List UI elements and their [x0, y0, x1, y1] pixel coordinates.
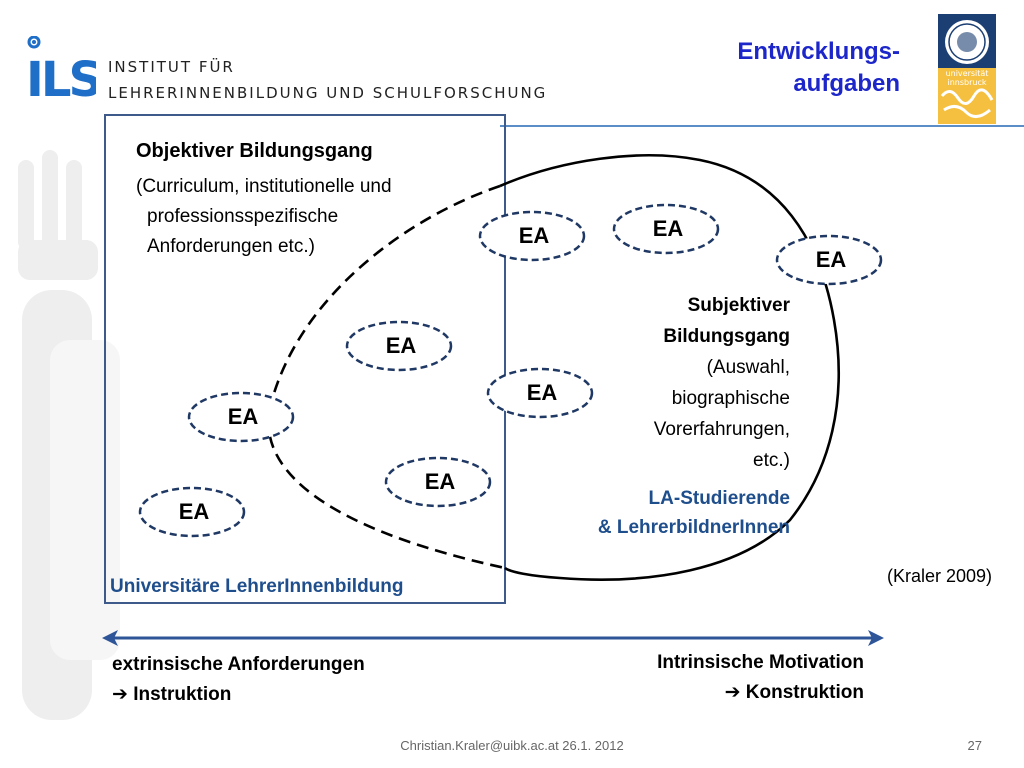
ea-ellipse-4: [345, 320, 453, 372]
ea-label-6: EA: [227, 404, 259, 429]
university-innsbruck-logo: universität innsbruck: [938, 14, 996, 124]
ea-ellipse-5: [486, 367, 594, 419]
ea-ellipse-2: [612, 203, 720, 255]
subjective-desc-line4: etc.): [753, 450, 790, 471]
objective-curriculum-box: [104, 114, 506, 604]
subjective-label-line2: & LehrerbildnerInnen: [597, 517, 790, 538]
axis-left-line2: Instruktion: [133, 684, 232, 705]
institute-name-line1: Institut für: [108, 58, 235, 76]
axis-left-label: extrinsische Anforderungen ➔ Instruktion: [112, 650, 365, 710]
ea-label-8: EA: [178, 499, 210, 524]
university-logo-text-line2: innsbruck: [948, 78, 987, 87]
axis-left-line2-wrap: ➔ Instruktion: [112, 680, 365, 710]
ils-logo-text: ILS: [26, 52, 96, 104]
objective-desc-line3: Anforderungen etc.): [147, 236, 315, 257]
subjective-region-label: LA-Studierende & LehrerbildnerInnen: [598, 484, 790, 542]
slide-title: Entwicklungs- aufgaben: [737, 36, 900, 100]
axis-right-line1: Intrinsische Motivation: [657, 652, 864, 673]
objective-desc-line2: professionsspezifische: [147, 206, 339, 227]
axis-right-line2: Konstruktion: [745, 682, 864, 703]
ils-logo: ILS: [26, 36, 96, 104]
footer-contact: Christian.Kraler@uibk.ac.at 26.1. 2012: [400, 738, 624, 753]
ea-ellipse-3: [775, 234, 883, 286]
ea-ellipse-7: [384, 456, 492, 508]
slide-title-line2: aufgaben: [793, 70, 900, 97]
axis-arrowhead-right: [868, 630, 884, 646]
ea-label-3: EA: [815, 247, 847, 272]
ea-label-7: EA: [424, 469, 456, 494]
slide-title-line1: Entwicklungs-: [737, 38, 900, 65]
subjective-title-line2: Bildungsgang: [663, 326, 790, 347]
objective-box-label: Universitäre LehrerInnenbildung: [110, 576, 404, 597]
ea-label-2: EA: [652, 216, 684, 241]
subjective-description: Subjektiver Bildungsgang (Auswahl, biogr…: [654, 290, 790, 476]
decorative-background-shapes: [18, 150, 120, 720]
subjective-title-line1: Subjektiver: [687, 295, 790, 316]
header-divider: [500, 125, 1024, 127]
ea-ellipse-1: [478, 210, 586, 262]
arrow-right-icon: ➔: [112, 684, 128, 705]
subjective-region-solid-outline: [499, 154, 840, 581]
ea-ellipse-6: [187, 391, 295, 443]
ea-ellipse-8: [138, 486, 246, 538]
ea-label-4: EA: [385, 333, 417, 358]
axis-right-label: Intrinsische Motivation ➔ Konstruktion: [657, 648, 864, 708]
ea-label-5: EA: [526, 380, 558, 405]
objective-description: (Curriculum, institutionelle und profess…: [136, 172, 476, 262]
university-logo-text-line1: universität: [946, 69, 989, 78]
objective-desc-line1: (Curriculum, institutionelle und: [136, 176, 392, 197]
citation: (Kraler 2009): [886, 566, 992, 586]
axis-left-line1: extrinsische Anforderungen: [112, 654, 365, 675]
ea-label-1: EA: [518, 223, 550, 248]
subjective-desc-line1: (Auswahl,: [706, 357, 790, 378]
axis-right-line2-wrap: ➔ Konstruktion: [657, 678, 864, 708]
page-number: 27: [967, 738, 982, 753]
institute-name-line2: LehrerInnenbildung und Schulforschung: [108, 84, 548, 102]
subjective-label-line1: LA-Studierende: [648, 488, 790, 509]
axis-arrowhead-left: [102, 630, 118, 646]
arrow-right-icon: ➔: [724, 682, 741, 703]
subjective-desc-line3: Vorerfahrungen,: [653, 419, 790, 440]
objective-title: Objektiver Bildungsgang: [136, 140, 373, 162]
subjective-desc-line2: biographische: [671, 388, 790, 409]
